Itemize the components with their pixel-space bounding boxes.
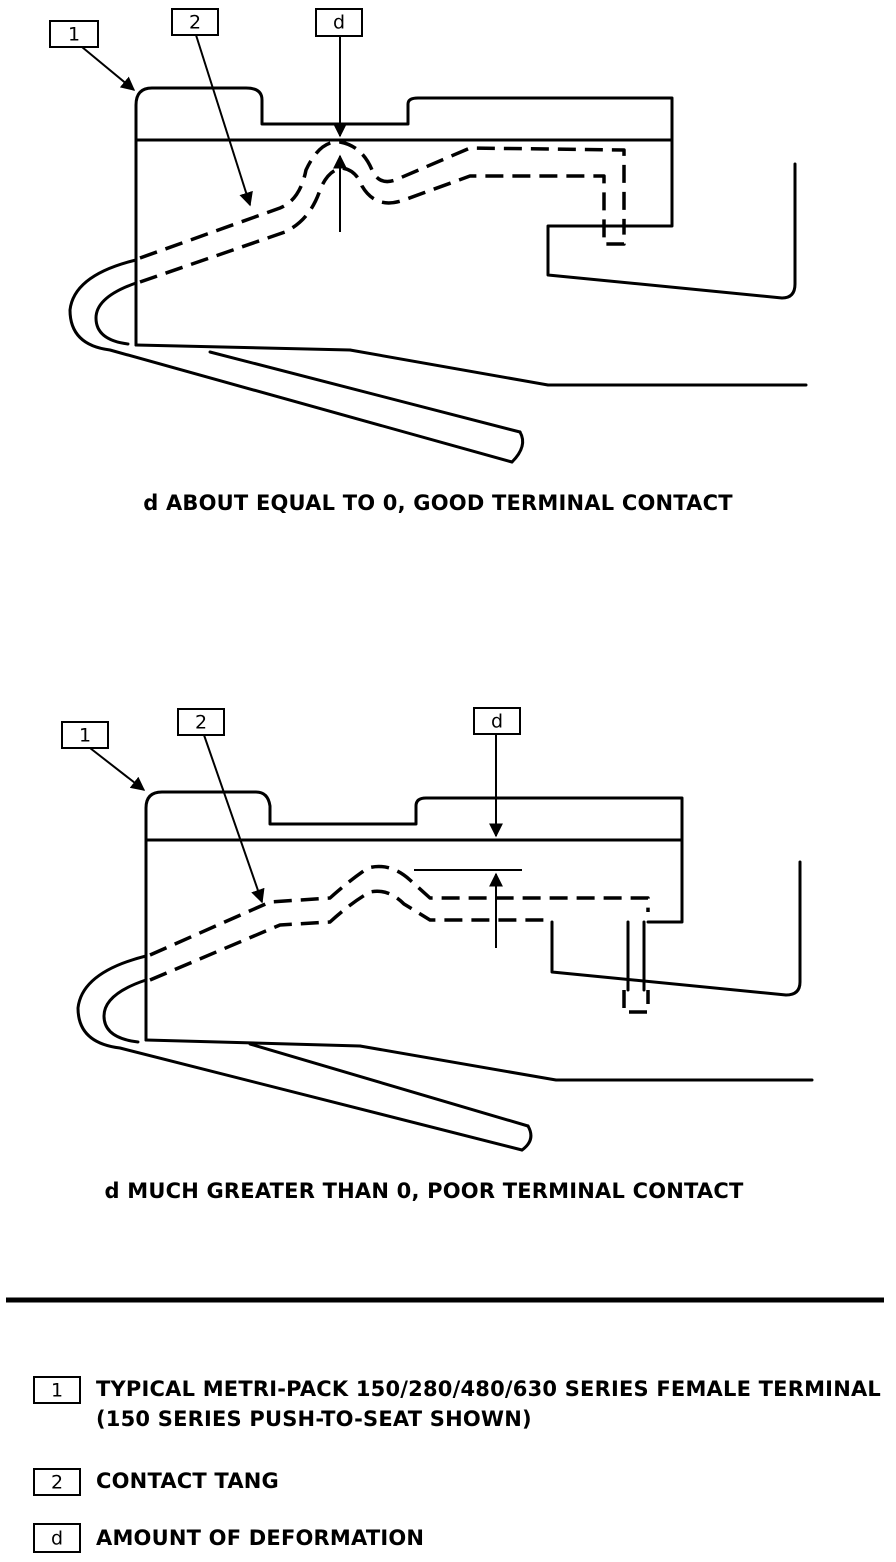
bottom-callout-2: 2 xyxy=(177,708,265,904)
top-callout-d-label: d xyxy=(333,12,345,34)
top-callout-1-label: 1 xyxy=(68,24,80,46)
bottom-callout-1-label: 1 xyxy=(79,725,91,747)
top-wire-loop-outer xyxy=(68,258,514,464)
top-terminal-body xyxy=(134,86,797,347)
top-contact-tang-upper xyxy=(139,140,626,260)
bottom-callout-d: d xyxy=(473,707,521,735)
bottom-wire-tail-end xyxy=(520,1124,533,1152)
top-callout-2: 2 xyxy=(171,8,253,207)
legend-item-d: d AMOUNT OF DEFORMATION xyxy=(33,1523,424,1553)
top-callout-d: d xyxy=(315,8,363,37)
bottom-callout-1: 1 xyxy=(61,721,146,791)
top-figure: 1 2 d d ABOUT EQUAL TO 0, GOOD TERMINAL … xyxy=(49,8,808,515)
top-contact-tang-lower xyxy=(139,166,626,284)
top-wire-loop-inner xyxy=(94,281,138,346)
bottom-callout-d-label: d xyxy=(491,711,503,733)
top-callout-1: 1 xyxy=(49,20,136,91)
bottom-caption: d MUCH GREATER THAN 0, POOR TERMINAL CON… xyxy=(104,1179,744,1203)
legend-text-2: CONTACT TANG xyxy=(96,1469,279,1493)
bottom-wire-loop-outer xyxy=(76,954,524,1152)
top-callout-2-label: 2 xyxy=(189,12,201,34)
legend-key-1: 1 xyxy=(51,1380,63,1402)
bottom-wire-tail-upper xyxy=(248,1042,530,1128)
legend-key-2: 2 xyxy=(51,1472,63,1494)
legend-item-1: 1 TYPICAL METRI-PACK 150/280/480/630 SER… xyxy=(33,1376,881,1431)
bottom-terminal-bottom-edge xyxy=(358,1044,814,1082)
legend-text-1-line-2: (150 SERIES PUSH-TO-SEAT SHOWN) xyxy=(96,1407,532,1431)
bottom-terminal-latch-post-dashed xyxy=(622,990,650,1014)
legend: 1 TYPICAL METRI-PACK 150/280/480/630 SER… xyxy=(33,1376,881,1553)
top-terminal-bottom-edge xyxy=(348,348,808,387)
legend-key-d: d xyxy=(51,1528,63,1550)
legend-item-2: 2 CONTACT TANG xyxy=(33,1468,279,1496)
top-wire-tail-upper xyxy=(208,350,522,434)
bottom-terminal-latch-post xyxy=(626,920,646,992)
bottom-terminal-body xyxy=(144,790,684,1042)
bottom-wire-loop-inner xyxy=(102,978,148,1044)
bottom-callout-2-label: 2 xyxy=(195,712,207,734)
top-caption: d ABOUT EQUAL TO 0, GOOD TERMINAL CONTAC… xyxy=(143,491,733,515)
legend-text-1-line-1: TYPICAL METRI-PACK 150/280/480/630 SERIE… xyxy=(96,1377,881,1401)
bottom-contact-tang-upper xyxy=(149,864,650,957)
top-wire-tail-end xyxy=(510,430,525,464)
bottom-contact-tang-lower xyxy=(149,889,552,982)
bottom-terminal-latch xyxy=(550,860,802,997)
legend-text-d: AMOUNT OF DEFORMATION xyxy=(96,1526,424,1550)
bottom-terminal-bottom xyxy=(144,1038,362,1048)
top-terminal-bottom xyxy=(134,343,352,352)
bottom-figure: 1 2 d d MUCH GREATER THAN 0, POOR TERMIN… xyxy=(61,707,814,1203)
